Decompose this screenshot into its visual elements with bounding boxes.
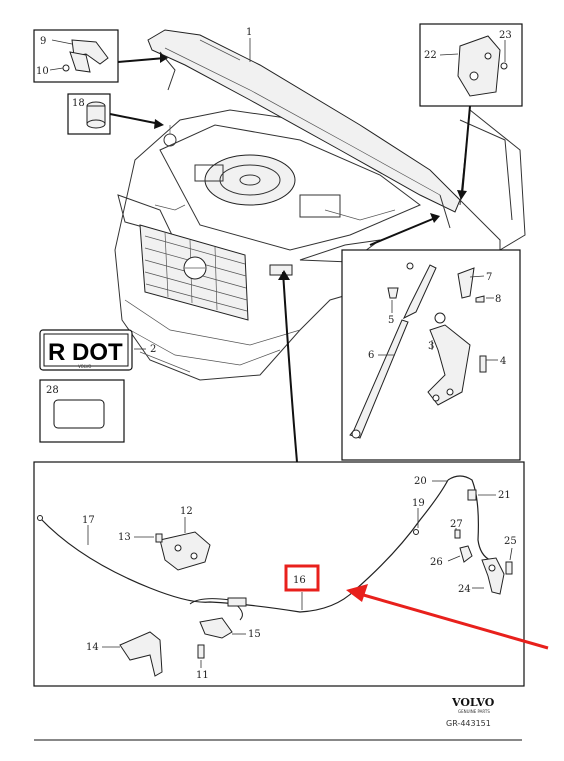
svg-text:17: 17 bbox=[82, 515, 95, 526]
svg-text:7: 7 bbox=[486, 272, 492, 283]
svg-text:28: 28 bbox=[46, 385, 59, 396]
svg-text:GR-443151: GR-443151 bbox=[446, 719, 491, 728]
svg-text:22: 22 bbox=[424, 50, 437, 61]
svg-text:20: 20 bbox=[414, 476, 427, 487]
svg-text:VOLVO: VOLVO bbox=[78, 364, 91, 369]
svg-text:26: 26 bbox=[430, 557, 443, 568]
svg-text:9: 9 bbox=[40, 36, 46, 47]
callout-1: 1 bbox=[246, 27, 252, 62]
svg-text:19: 19 bbox=[412, 498, 425, 509]
part-16-highlight-box bbox=[284, 564, 320, 592]
latch-arrow-icon bbox=[278, 270, 290, 280]
inset-striker-bracket: 22 23 bbox=[419, 23, 523, 200]
svg-text:3: 3 bbox=[428, 341, 434, 352]
svg-text:4: 4 bbox=[500, 356, 506, 367]
inset-hood-hinge-bracket: 9 10 bbox=[33, 29, 168, 83]
svg-text:GENUINE PARTS: GENUINE PARTS bbox=[458, 709, 490, 714]
svg-text:16: 16 bbox=[293, 575, 306, 586]
svg-text:24: 24 bbox=[458, 584, 471, 595]
red-pointer-arrow bbox=[346, 584, 549, 650]
svg-text:21: 21 bbox=[498, 490, 511, 501]
footer-logo: VOLVO GENUINE PARTS GR-443151 bbox=[446, 696, 495, 728]
svg-text:25: 25 bbox=[504, 536, 517, 547]
svg-text:10: 10 bbox=[36, 66, 49, 77]
svg-text:13: 13 bbox=[118, 532, 131, 543]
svg-text:1: 1 bbox=[246, 27, 252, 38]
svg-text:5: 5 bbox=[388, 315, 394, 326]
svg-text:18: 18 bbox=[72, 98, 85, 109]
svg-text:27: 27 bbox=[450, 519, 463, 530]
inset-bump-stop: 18 bbox=[67, 93, 164, 135]
svg-text:14: 14 bbox=[86, 642, 99, 653]
svg-text:15: 15 bbox=[248, 629, 261, 640]
svg-text:2: 2 bbox=[150, 344, 156, 355]
car-front-illustration bbox=[114, 29, 526, 381]
svg-text:8: 8 bbox=[495, 294, 501, 305]
svg-text:6: 6 bbox=[368, 350, 374, 361]
inset-hood-release-cable: 17 12 13 14 15 11 16 19 20 bbox=[33, 461, 525, 687]
inset-part-28: 28 bbox=[39, 379, 125, 443]
svg-text:R DOT: R DOT bbox=[48, 339, 123, 366]
svg-text:12: 12 bbox=[180, 506, 193, 517]
inset-gas-strut: 7 8 4 5 6 3 bbox=[341, 213, 521, 461]
r-dot-label-plate: R DOT VOLVO 2 bbox=[39, 329, 156, 371]
latch-leader-line bbox=[282, 271, 298, 463]
svg-text:11: 11 bbox=[196, 670, 209, 681]
svg-text:23: 23 bbox=[499, 30, 512, 41]
svg-text:VOLVO: VOLVO bbox=[451, 696, 495, 709]
